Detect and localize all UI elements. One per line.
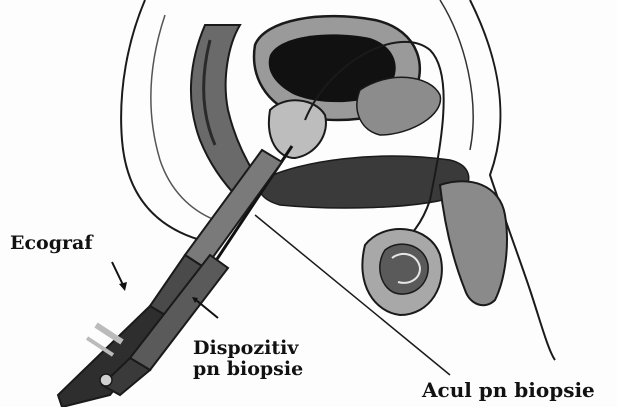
ecograf-arrowhead [119,282,127,291]
ecograf-label: Ecograf [10,233,93,254]
prostate [269,100,326,158]
penis [440,181,507,305]
seminal-vesicle [357,77,441,135]
biopsy-device-label: Dispozitiv pn biopsie [193,338,303,380]
dispozitiv-arrow [196,300,218,318]
abdominal-wall [440,0,473,150]
biopsy-needle-label: Acul pn biopsie [422,379,595,401]
biopsy-device-label-line2: pn biopsie [193,359,303,380]
biopsy-device-label-line1: Dispozitiv [193,338,303,359]
